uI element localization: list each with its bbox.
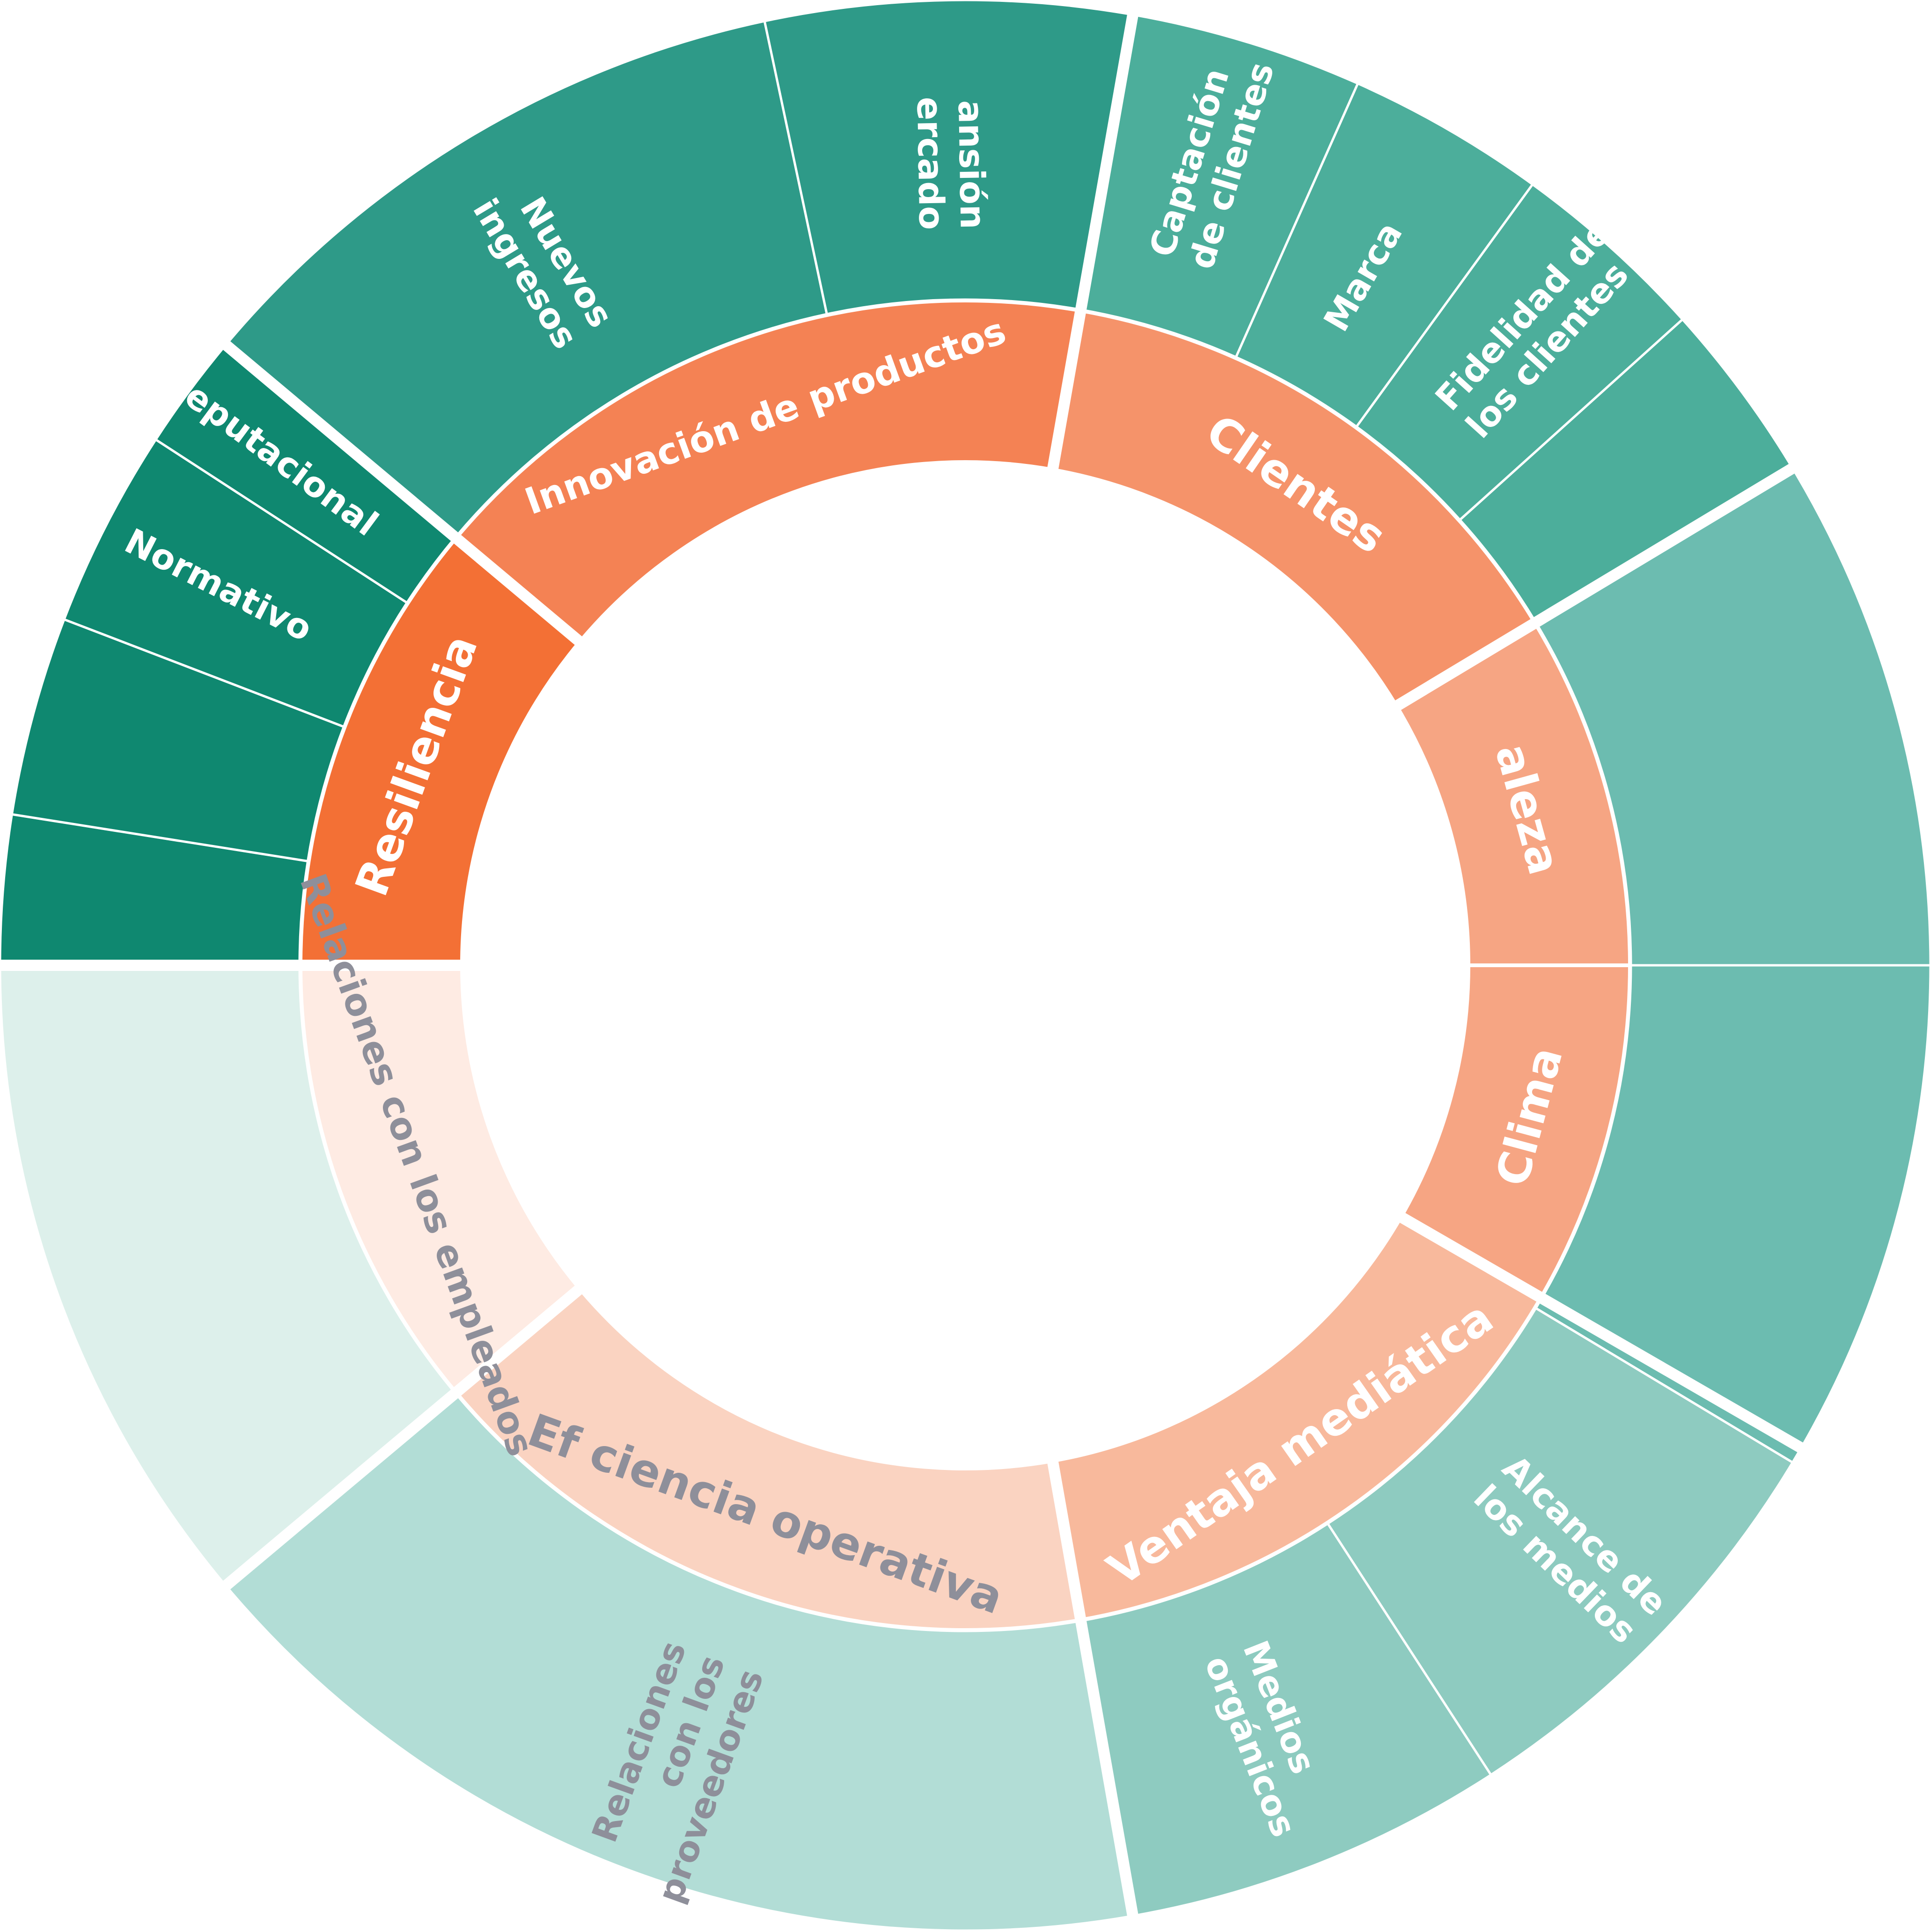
outer-label-line: ansión bbox=[950, 100, 993, 229]
outer-segment-naturaleza-outer bbox=[1534, 466, 1930, 967]
group-separator bbox=[1046, 1457, 1139, 1919]
inner-ring bbox=[298, 299, 1632, 1632]
outer-segment-empleados-outer bbox=[0, 964, 457, 1587]
group-separator bbox=[1046, 11, 1139, 473]
group-separator bbox=[1391, 462, 1798, 713]
outer-segment-nuevos-ingresos bbox=[224, 20, 829, 539]
group-separator bbox=[1396, 1211, 1806, 1454]
group-separator bbox=[220, 339, 586, 648]
outer-segment-proveedores bbox=[224, 1391, 1134, 1932]
group-separator bbox=[220, 1283, 586, 1592]
outer-label-expansion-mercado: ansiónercado bbox=[909, 95, 993, 230]
outer-segment-clima-outer bbox=[1534, 964, 1930, 1464]
outer-label-line: ercado bbox=[909, 96, 952, 230]
